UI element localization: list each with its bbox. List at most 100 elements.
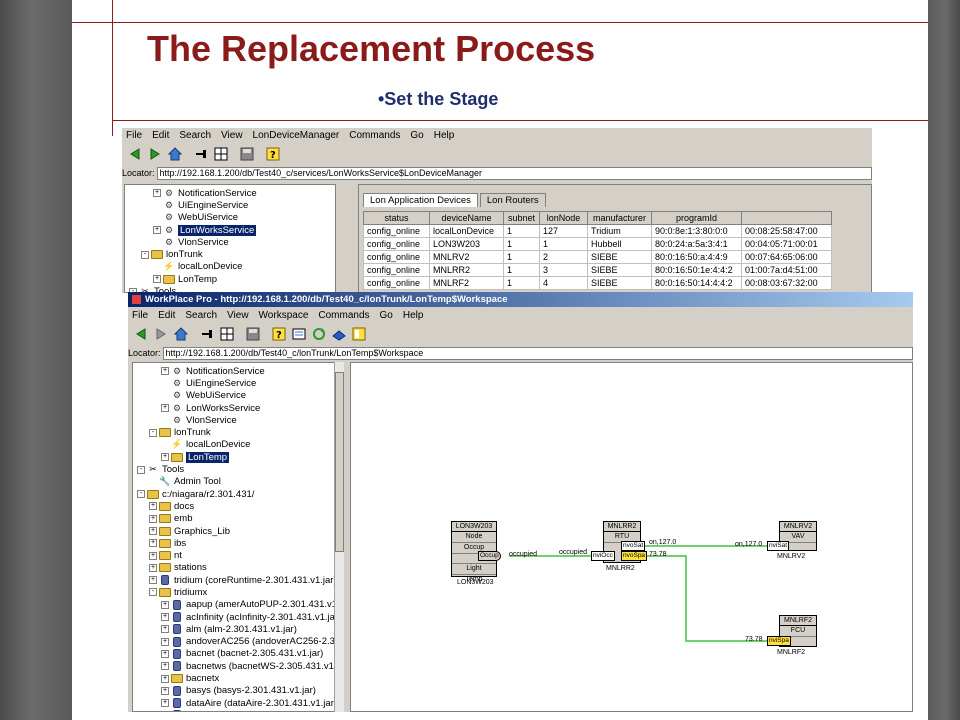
tree-item[interactable]: -✂Tools — [125, 285, 335, 292]
menu-commands[interactable]: Commands — [318, 309, 370, 321]
menu-go[interactable]: Go — [379, 309, 393, 321]
tree-item[interactable]: ⚙UiEngineService — [125, 199, 335, 211]
home-icon[interactable] — [166, 145, 184, 163]
collapse-icon[interactable]: - — [149, 428, 157, 437]
tree-item[interactable]: +dde (dde-2.301.431.v1.jar) — [133, 709, 343, 712]
back-icon[interactable] — [132, 325, 150, 343]
wiresheet-canvas[interactable]: LON3W203 Node Occup Light Temp Occup LON… — [350, 362, 913, 712]
grid-icon[interactable] — [218, 325, 236, 343]
locator-input[interactable]: http://192.168.1.200/db/Test40_c/lonTrun… — [162, 346, 913, 360]
expand-icon[interactable]: + — [149, 576, 157, 585]
tree-item[interactable]: +tridium (coreRuntime-2.301.431.v1.jar) — [133, 574, 343, 586]
block-lon3w203[interactable]: LON3W203 Node Occup Light Temp — [451, 521, 497, 583]
menu-search[interactable]: Search — [185, 309, 218, 321]
expand-icon[interactable]: + — [161, 674, 169, 683]
tree-item[interactable]: +bacnetx — [133, 672, 343, 684]
tree-item[interactable]: +ibs — [133, 537, 343, 549]
menu-file[interactable]: File — [126, 129, 143, 141]
tree-item[interactable]: ⚙WebUiService — [125, 212, 335, 224]
menu-help[interactable]: Help — [402, 309, 424, 321]
grid-icon[interactable] — [212, 145, 230, 163]
expand-icon[interactable]: + — [161, 637, 169, 646]
tree-item[interactable]: ⚙VlonService — [133, 414, 343, 426]
tree-item[interactable]: +⚙LonWorksService — [133, 402, 343, 414]
front-titlebar[interactable]: WorkPlace Pro - http://192.168.1.200/db/… — [128, 292, 913, 307]
tree-item[interactable]: +basys (basys-2.301.431.v1.jar) — [133, 685, 343, 697]
home-icon[interactable] — [172, 325, 190, 343]
slot-occup-out[interactable]: Occup — [478, 551, 501, 561]
back-nav-tree[interactable]: +⚙NotificationService⚙UiEngineService⚙We… — [124, 184, 336, 293]
expand-icon[interactable]: + — [149, 527, 157, 535]
slot-nvospa[interactable]: nvoSpa — [621, 551, 648, 561]
tree-item[interactable]: +alm (alm-2.301.431.v1.jar) — [133, 623, 343, 635]
save-icon[interactable] — [244, 325, 262, 343]
tree-item[interactable]: +LonTemp — [125, 273, 335, 285]
column-header[interactable]: subnet — [502, 211, 541, 225]
tree-item[interactable]: ⚙UiEngineService — [133, 377, 343, 389]
forward-icon[interactable] — [152, 325, 170, 343]
menu-view[interactable]: View — [221, 129, 243, 141]
tree-item[interactable]: +⚙LonWorksService — [125, 224, 335, 236]
back-icon[interactable] — [126, 145, 144, 163]
expand-icon[interactable]: + — [161, 453, 169, 462]
tree-item[interactable]: -lonTrunk — [125, 248, 335, 260]
locator-input[interactable]: http://192.168.1.200/db/Test40_c/service… — [156, 166, 872, 180]
tree-scroll-thumb[interactable] — [335, 372, 344, 552]
tree-item[interactable]: +Graphics_Lib — [133, 525, 343, 537]
forward-icon[interactable] — [146, 145, 164, 163]
menu-edit[interactable]: Edit — [158, 309, 176, 321]
expand-icon[interactable]: + — [161, 649, 169, 658]
tree-item[interactable]: +nt — [133, 549, 343, 561]
tree-item[interactable]: +bacnetws (bacnetWS-2.305.431.v1. — [133, 660, 343, 672]
tree-item[interactable]: +emb — [133, 513, 343, 525]
tree-item[interactable]: ⚙VlonService — [125, 236, 335, 248]
front-nav-tree[interactable]: +⚙NotificationService⚙UiEngineService⚙We… — [132, 362, 344, 712]
tree-item[interactable]: +bacnet (bacnet-2.305.431.v1.jar) — [133, 648, 343, 660]
tab-lon-application-devices[interactable]: Lon Application Devices — [363, 193, 478, 207]
column-header[interactable]: lonNode — [539, 211, 589, 225]
tree-item[interactable]: ⚙WebUiService — [133, 390, 343, 402]
tree-item[interactable]: -lonTrunk — [133, 426, 343, 438]
tree-item[interactable]: +stations — [133, 562, 343, 574]
collapse-icon[interactable]: - — [149, 588, 157, 597]
expand-icon[interactable]: + — [149, 514, 157, 523]
slot-nvosat[interactable]: nvoSat — [621, 541, 646, 551]
column-header[interactable] — [741, 211, 833, 225]
expand-icon[interactable]: + — [161, 367, 169, 376]
tree-item[interactable]: 🔧Admin Tool — [133, 476, 343, 488]
column-header[interactable]: programId — [651, 211, 743, 225]
tree-item[interactable]: +andoverAC256 (andoverAC256-2.3 — [133, 636, 343, 648]
help-icon[interactable]: ? — [264, 145, 282, 163]
slot-nvispa[interactable]: nviSpa — [767, 636, 791, 646]
slot-nvisat[interactable]: nviSat — [767, 541, 790, 551]
expand-icon[interactable]: + — [149, 502, 157, 511]
expand-icon[interactable]: + — [149, 551, 157, 560]
menu-go[interactable]: Go — [410, 129, 424, 141]
properties-icon[interactable] — [290, 325, 308, 343]
expand-icon[interactable]: + — [161, 711, 169, 712]
menu-workspace[interactable]: Workspace — [258, 309, 309, 321]
collapse-icon[interactable]: - — [141, 250, 149, 259]
collapse-icon[interactable]: - — [129, 287, 137, 292]
collapse-icon[interactable]: - — [137, 490, 145, 499]
column-header[interactable]: deviceName — [429, 211, 504, 225]
expand-icon[interactable]: + — [149, 563, 157, 572]
save-icon[interactable] — [238, 145, 256, 163]
help-icon[interactable]: ? — [270, 325, 288, 343]
panel-icon[interactable] — [350, 325, 368, 343]
expand-icon[interactable]: + — [149, 539, 157, 548]
tree-item[interactable]: -tridiumx — [133, 586, 343, 598]
menu-commands[interactable]: Commands — [349, 129, 401, 141]
expand-icon[interactable]: + — [161, 613, 169, 622]
expand-icon[interactable]: + — [153, 275, 161, 284]
expand-icon[interactable]: + — [161, 404, 169, 413]
expand-icon[interactable]: + — [161, 662, 169, 671]
tree-item[interactable]: +dataAire (dataAire-2.301.431.v1.jar) — [133, 697, 343, 709]
tab-lon-routers[interactable]: Lon Routers — [479, 193, 546, 207]
tree-item[interactable]: -✂Tools — [133, 463, 343, 475]
